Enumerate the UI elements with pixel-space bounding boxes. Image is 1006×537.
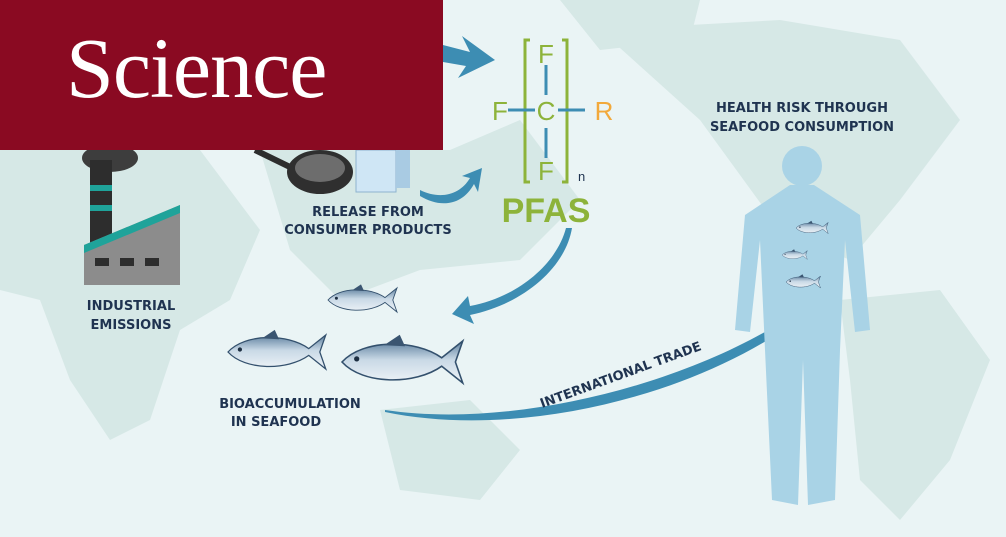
consumer-label-2: CONSUMER PRODUCTS (284, 223, 451, 238)
formula-subscript: n (578, 169, 585, 184)
formula-carbon: C (537, 96, 556, 126)
health-label-2: SEAFOOD CONSUMPTION (710, 120, 894, 135)
bioaccumulation-label-1: BIOACCUMULATION (219, 397, 361, 412)
pfas-formula: F F C R F n PFAS (492, 38, 614, 230)
pfas-title: PFAS (502, 192, 591, 230)
world-map (0, 0, 990, 520)
health-label-1: HEALTH RISK THROUGH (716, 101, 888, 116)
formula-bottom-f: F (538, 156, 554, 186)
milk-carton-icon (355, 149, 410, 193)
flow-arrows (385, 36, 815, 421)
frying-pan-icon (253, 147, 353, 194)
science-logo: Science (66, 20, 327, 116)
bioaccumulation-label-2: IN SEAFOOD (231, 415, 322, 430)
factory-icon (82, 144, 180, 285)
human-body-icon (735, 146, 870, 505)
consumer-label-1: RELEASE FROM (312, 205, 424, 220)
science-logo-banner: Science (0, 0, 443, 150)
formula-r-group: R (595, 96, 614, 126)
formula-left-f: F (492, 96, 508, 126)
fish-group (227, 283, 464, 384)
industrial-label-1: INDUSTRIAL (87, 299, 176, 314)
formula-top-f: F (538, 39, 554, 69)
industrial-label-2: EMISSIONS (91, 318, 172, 333)
